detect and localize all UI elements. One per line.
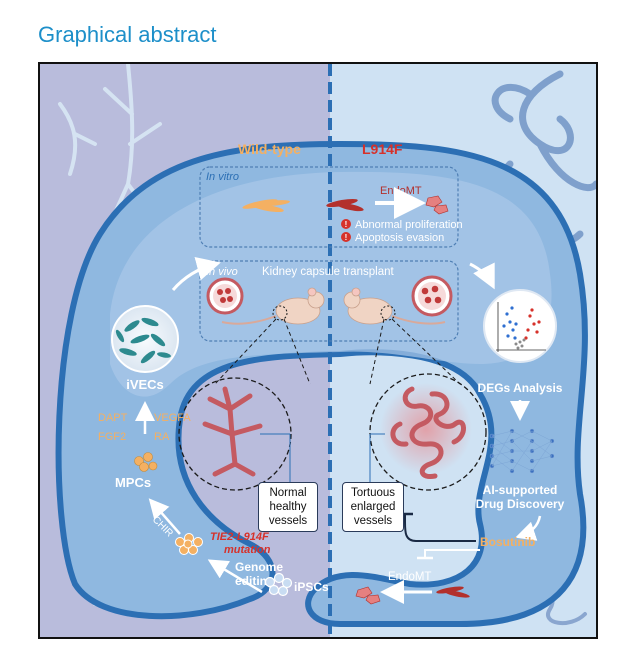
genome-editing-line1: Genome [235, 560, 283, 574]
normal-vessels-callout: Normal healthy vessels [258, 482, 318, 532]
ipscs-label: iPSCs [294, 580, 329, 594]
wt-zoom-circle [178, 377, 292, 491]
tortuous-vessels-callout: Tortuous enlarged vessels [342, 482, 404, 532]
normal-vessel-tree-icon [202, 386, 263, 477]
page-title: Graphical abstract [38, 22, 217, 47]
chir-arrow-icon [148, 498, 181, 535]
endomt-bottom-label: EndoMT [388, 571, 431, 583]
ivecs-label: iVECs [126, 377, 164, 392]
ivec-to-invitro-arrow-icon [171, 257, 221, 291]
bosutinib-label: Bosutinib [480, 535, 535, 549]
wt-cells-icon [242, 199, 290, 213]
kidney-transplant-label: Kidney capsule transplant [262, 266, 394, 278]
ivec-dish-icon [111, 305, 179, 373]
mutant-cells-icon [326, 198, 364, 212]
mpcs-label: MPCs [115, 475, 151, 490]
mutant-zoom-circle [369, 373, 487, 491]
mesenchymal-cells-icon [425, 195, 449, 215]
mutant-label: L914F [362, 141, 403, 157]
degs-label: DEGs Analysis [478, 381, 563, 395]
bottom-mesenchymal-cells-icon [355, 586, 381, 605]
endomt-top-label: EndoMT [380, 185, 422, 197]
wt-mouse-icon [221, 287, 325, 325]
factor-fgf2-label: FGF2 [98, 431, 126, 443]
tortuous-vessel-icon [390, 386, 466, 479]
ai-drug-discovery-line2: Drug Discovery [476, 497, 565, 511]
graphical-abstract-figure: Wild-type L914F In vitro In vivo Kidney … [38, 62, 598, 639]
warning-icon: ! ! [341, 219, 351, 242]
factor-ra-label: RA [154, 431, 170, 443]
bottom-mutant-cells-icon [436, 586, 470, 598]
mutant-graft-marker [380, 305, 396, 321]
factor-dapt-label: DAPT [98, 412, 128, 424]
in-vitro-label: In vitro [206, 171, 239, 183]
svg-text:!: ! [345, 233, 348, 242]
factor-vegfa-label: VEGFA [154, 412, 191, 424]
apoptosis-evasion-label: Apoptosis evasion [355, 232, 444, 244]
ipsc-arrow-icon [207, 559, 263, 594]
in-vivo-box [199, 260, 459, 342]
to-degs-arrow-icon [469, 262, 495, 290]
svg-text:!: ! [345, 220, 348, 229]
mutant-vessel-section-icon [411, 275, 453, 317]
wt-vessel-section-icon [206, 277, 244, 315]
in-vivo-label: In vivo [206, 266, 238, 278]
ai-to-bosutinib-arrow-icon [515, 515, 542, 541]
mutation-label-line2: mutation [224, 544, 271, 556]
mpc-cluster-icon [134, 452, 158, 472]
abstract-canvas: Wild-type L914F In vitro In vivo Kidney … [40, 64, 596, 637]
neural-network-icon [489, 428, 555, 474]
ipsc-colony-icon [264, 572, 293, 597]
cell-aggregate-icon [175, 533, 203, 555]
wt-graft-marker [272, 305, 288, 321]
wild-type-label: Wild-type [238, 141, 301, 157]
genome-editing-line2: editing [235, 574, 274, 588]
mutation-label-line1: TIE2-L914F [210, 531, 269, 543]
ai-drug-discovery-line1: AI-supported [483, 483, 558, 497]
zoom-lines [214, 318, 461, 385]
volcano-plot-icon [483, 289, 557, 363]
in-vitro-box [199, 166, 459, 248]
abnormal-proliferation-label: Abnormal proliferation [355, 219, 463, 231]
bosutinib-inhibit-vessels-icon [404, 514, 476, 542]
bosutinib-inhibit-endomt-icon [424, 549, 480, 558]
mutant-mouse-icon [343, 287, 446, 325]
